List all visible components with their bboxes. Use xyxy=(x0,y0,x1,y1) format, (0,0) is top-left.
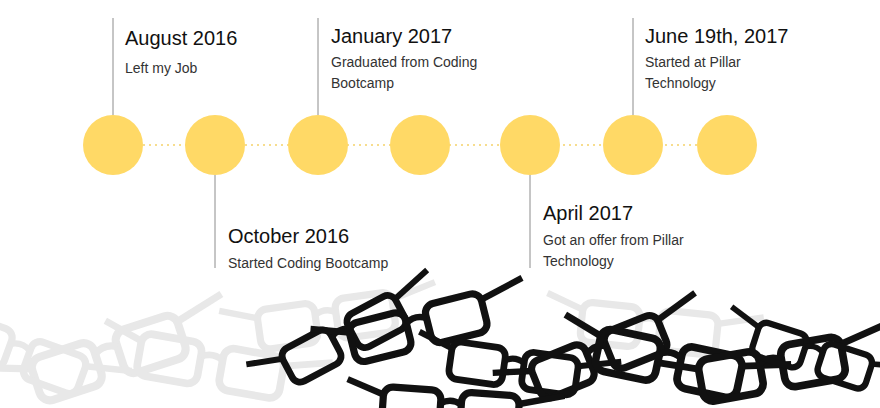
event-date: August 2016 xyxy=(125,26,325,50)
timeline-dots xyxy=(83,115,757,175)
event-description: Started Coding Bootcamp xyxy=(228,253,428,274)
leader-line xyxy=(215,175,216,268)
leader-line xyxy=(318,18,319,115)
leader-lines xyxy=(113,18,633,268)
timeline-dot xyxy=(288,115,348,175)
timeline-dot xyxy=(185,115,245,175)
event-description: Graduated from Coding Bootcamp xyxy=(331,52,506,94)
timeline-dot xyxy=(500,115,560,175)
event-description: Left my Job xyxy=(125,58,305,79)
glasses-illustration xyxy=(246,269,880,408)
event-description: Got an offer from Pillar Technology xyxy=(543,230,708,272)
event-date: April 2017 xyxy=(543,201,743,225)
timeline-dot xyxy=(697,115,757,175)
event-date: January 2017 xyxy=(331,24,531,48)
timeline-dot xyxy=(390,115,450,175)
leader-line xyxy=(633,18,634,115)
timeline-dot xyxy=(83,115,143,175)
event-date: October 2016 xyxy=(228,224,448,248)
leader-line xyxy=(530,175,531,268)
event-date: June 19th, 2017 xyxy=(645,24,865,48)
timeline-dot xyxy=(603,115,663,175)
event-description: Started at Pillar Technology xyxy=(645,52,785,94)
leader-line xyxy=(113,18,114,115)
